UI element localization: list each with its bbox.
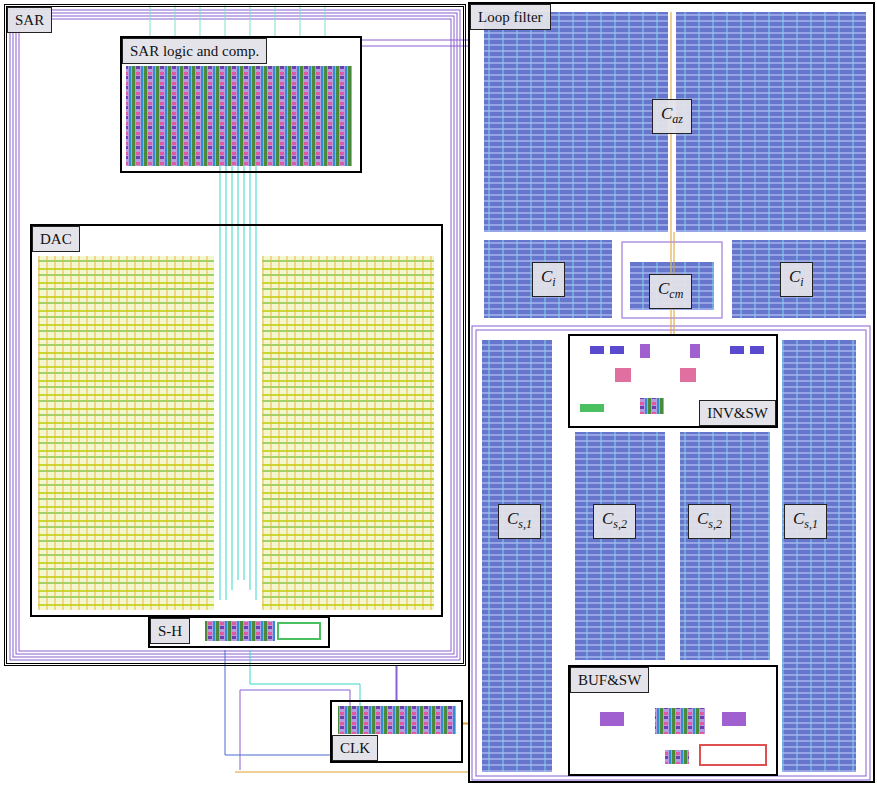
capacitor-label: Ccm [649,274,692,309]
capacitor-label: Cs,2 [593,504,636,539]
capacitor-label: Caz [652,99,692,134]
capacitor-label: Cs,1 [498,504,541,539]
wire-connector [396,666,398,700]
capacitor-label: Ci [780,262,813,297]
block-outline: CLK [330,700,463,763]
block-label: Loop filter [470,4,551,30]
block-outline: DAC [30,224,443,617]
capacitor-label: Ci [532,262,565,297]
capacitor-label: Cs,2 [688,504,731,539]
capacitor-name: Ci [789,266,804,293]
capacitor-name: Cs,2 [602,508,627,535]
capacitor-name: Ci [541,266,556,293]
capacitor-name: Ccm [658,278,683,305]
block-label: SAR [7,7,52,33]
block-outline: S-H [148,616,330,648]
capacitor-name: Cs,1 [793,508,818,535]
block-label: CLK [332,735,378,761]
block-label: DAC [32,226,80,252]
capacitor-label: Cs,1 [784,504,827,539]
block-label: S-H [150,618,190,644]
block-label: SAR logic and comp. [122,38,267,64]
block-label: BUF&SW [570,667,649,693]
block-outline: SAR logic and comp. [120,36,362,173]
block-outline: SAR SAR logic and comp. DAC S-H [4,4,466,666]
capacitor-name: Cs,1 [507,508,532,535]
block-outline: INV&SW [568,334,778,428]
capacitor-name: Caz [661,103,683,130]
block-outline: BUF&SW [568,665,778,776]
block-label: INV&SW [699,400,776,426]
block-outline: Loop filterCazCi Ccm CiINV&SW Cs,1 Cs,2 Cs,2 C… [468,2,875,783]
capacitor-name: Cs,2 [697,508,722,535]
